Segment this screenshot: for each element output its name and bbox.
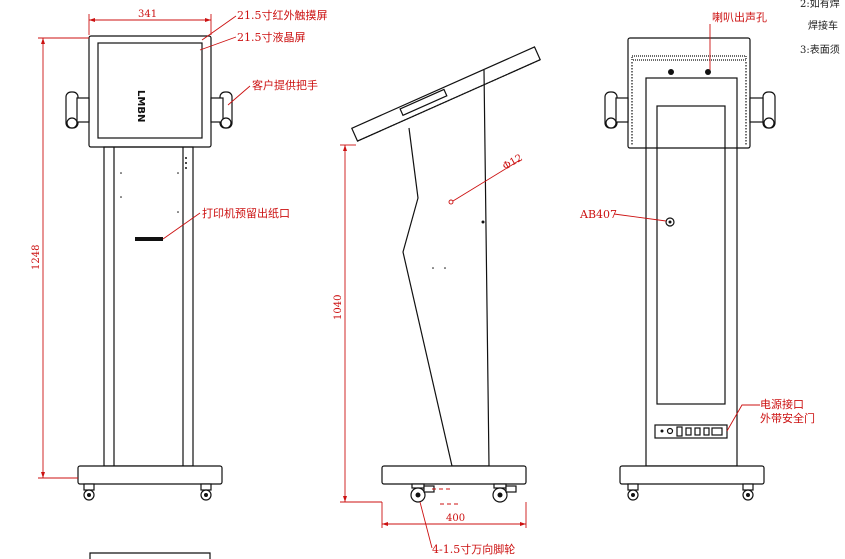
note-line-3: 3:表面须: [800, 43, 840, 56]
side-column: [402, 69, 490, 467]
front-body: [103, 146, 194, 467]
front-caster-right: [200, 483, 212, 501]
screen-logo: LMBN: [135, 90, 146, 122]
dim-341-label: 341: [138, 9, 157, 20]
back-annotations: 喇叭出声孔 AB407 电源接口 外带安全门: [579, 10, 815, 432]
annotation-lock: AB407: [579, 208, 617, 221]
note-line-2: 2:如有焊: [800, 0, 840, 10]
front-right-handle: [210, 91, 233, 129]
front-base: [77, 465, 223, 485]
back-view: [604, 37, 776, 501]
dim-diameter-label: Φ12: [501, 153, 525, 173]
annotation-power-1: 电源接口: [760, 397, 804, 411]
annotation-touch-screen: 21.5寸红外触摸屏: [237, 8, 328, 22]
power-panel: [654, 424, 728, 439]
annotation-power-2: 外带安全门: [760, 411, 815, 425]
front-caster-left: [83, 483, 95, 501]
dim-width-341: 341: [88, 9, 212, 35]
back-base: [619, 465, 765, 485]
printer-paper-slot: [135, 237, 163, 241]
note-line-2b: 焊接车: [808, 19, 838, 32]
back-caster-right: [742, 483, 754, 501]
side-base: [381, 465, 527, 485]
back-screen: [627, 37, 751, 149]
front-screen-frame: [88, 35, 212, 148]
dim-1040-label: 1040: [333, 295, 344, 320]
annotation-speaker: 喇叭出声孔: [712, 10, 767, 24]
side-caster-right: [492, 483, 517, 503]
front-view: LMBN: [65, 35, 233, 559]
back-door: [656, 105, 726, 405]
speaker-right: [705, 69, 711, 75]
front-screen-display: [97, 42, 203, 139]
dim-1248-label: 1248: [31, 245, 42, 270]
dim-height-1040: 1040: [333, 144, 382, 503]
bottom-partial-shape: [89, 552, 211, 559]
front-left-handle: [65, 91, 90, 129]
annotation-lcd-screen: 21.5寸液晶屏: [237, 30, 306, 44]
back-caster-left: [627, 483, 639, 501]
caster-annotation: 4-1.5寸万向脚轮: [419, 501, 515, 556]
dim-height-1248: 1248: [31, 37, 89, 479]
dim-diameter: Φ12: [452, 153, 525, 202]
annotation-casters: 4-1.5寸万向脚轮: [432, 542, 515, 556]
front-annotations: 21.5寸红外触摸屏 21.5寸液晶屏 客户提供把手 打印机预留出纸口: [162, 8, 328, 240]
back-left-handle: [604, 91, 629, 129]
side-caster-left: [410, 483, 435, 503]
annotation-handles: 客户提供把手: [252, 78, 318, 92]
annotation-printer-slot: 打印机预留出纸口: [202, 206, 290, 220]
notes: 2:如有焊 焊接车 3:表面须: [800, 0, 840, 56]
side-hole: [448, 199, 454, 205]
side-view: [351, 46, 541, 505]
back-right-handle: [749, 91, 776, 129]
dim-400-label: 400: [446, 513, 465, 524]
speaker-left: [668, 69, 674, 75]
dim-depth-400: 400: [381, 502, 527, 528]
